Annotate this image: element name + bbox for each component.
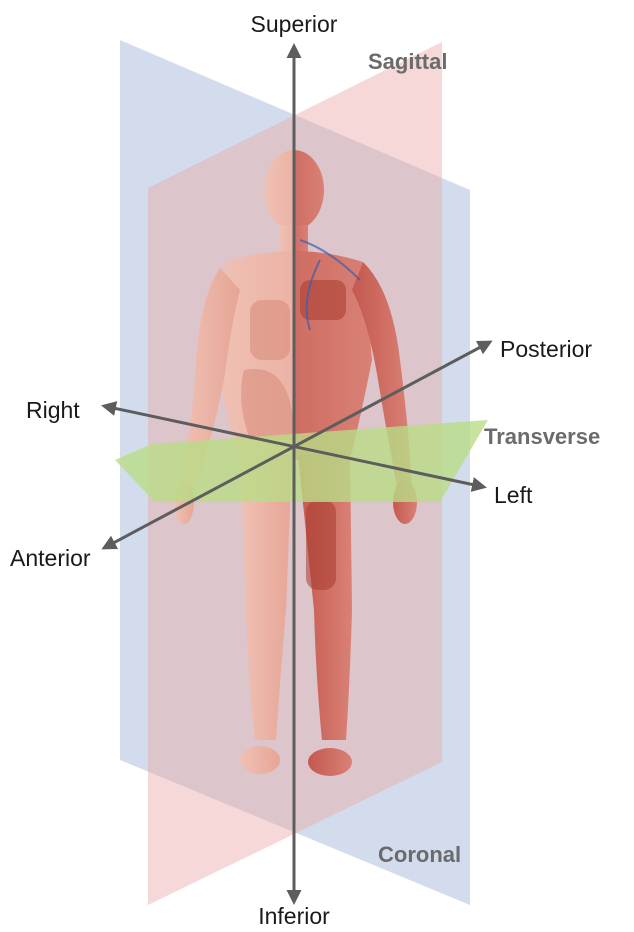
transverse-label: Transverse (484, 424, 600, 449)
anterior-label: Anterior (10, 545, 91, 571)
sagittal-label: Sagittal (368, 49, 447, 74)
inferior-label: Inferior (258, 903, 330, 929)
superior-label: Superior (251, 11, 338, 37)
left-label: Left (494, 482, 533, 508)
right-label: Right (26, 397, 80, 423)
posterior-label: Posterior (500, 336, 592, 362)
coronal-label: Coronal (378, 842, 461, 867)
